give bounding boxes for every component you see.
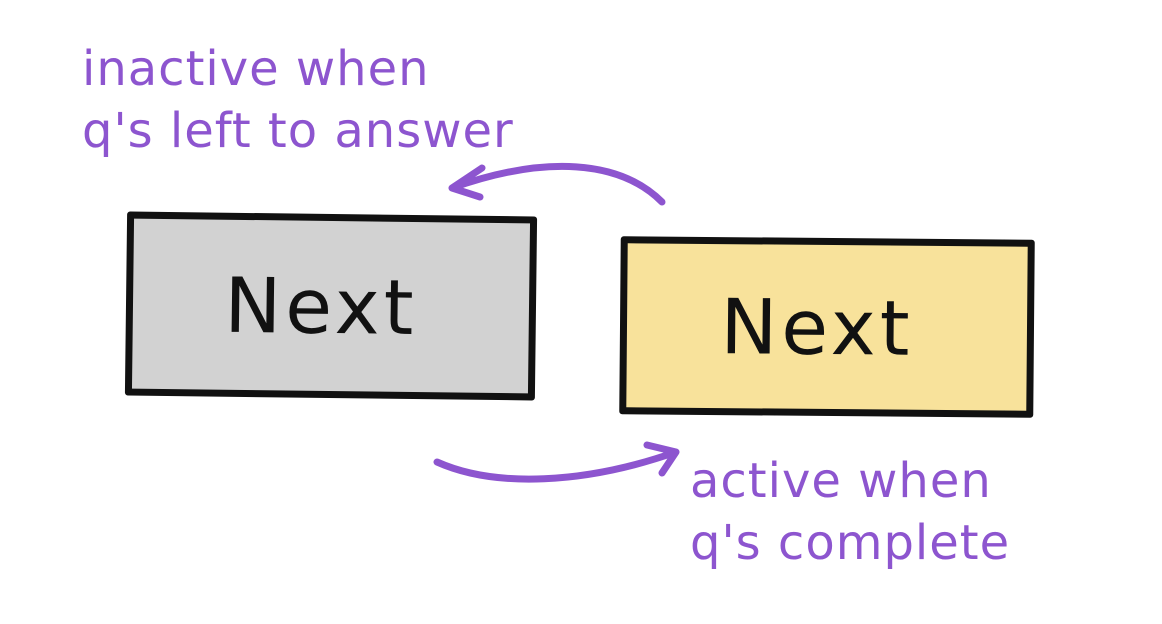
- active-annotation-line-2: q's complete: [690, 515, 1011, 571]
- inactive-annotation-line-2: q's left to answer: [82, 103, 514, 159]
- active-annotation: active when q's complete: [690, 450, 1010, 574]
- active-annotation-line-1: active when: [690, 453, 992, 509]
- bottom-arrow-icon: [433, 441, 680, 483]
- inactive-annotation: inactive when q's left to answer: [82, 38, 514, 162]
- active-next-button[interactable]: Next: [619, 236, 1035, 418]
- inactive-next-button[interactable]: Next: [124, 211, 538, 401]
- inactive-annotation-line-1: inactive when: [82, 41, 430, 97]
- active-next-button-label: Next: [720, 281, 914, 373]
- top-arrow-icon: [448, 162, 666, 206]
- inactive-next-button-label: Next: [223, 260, 419, 352]
